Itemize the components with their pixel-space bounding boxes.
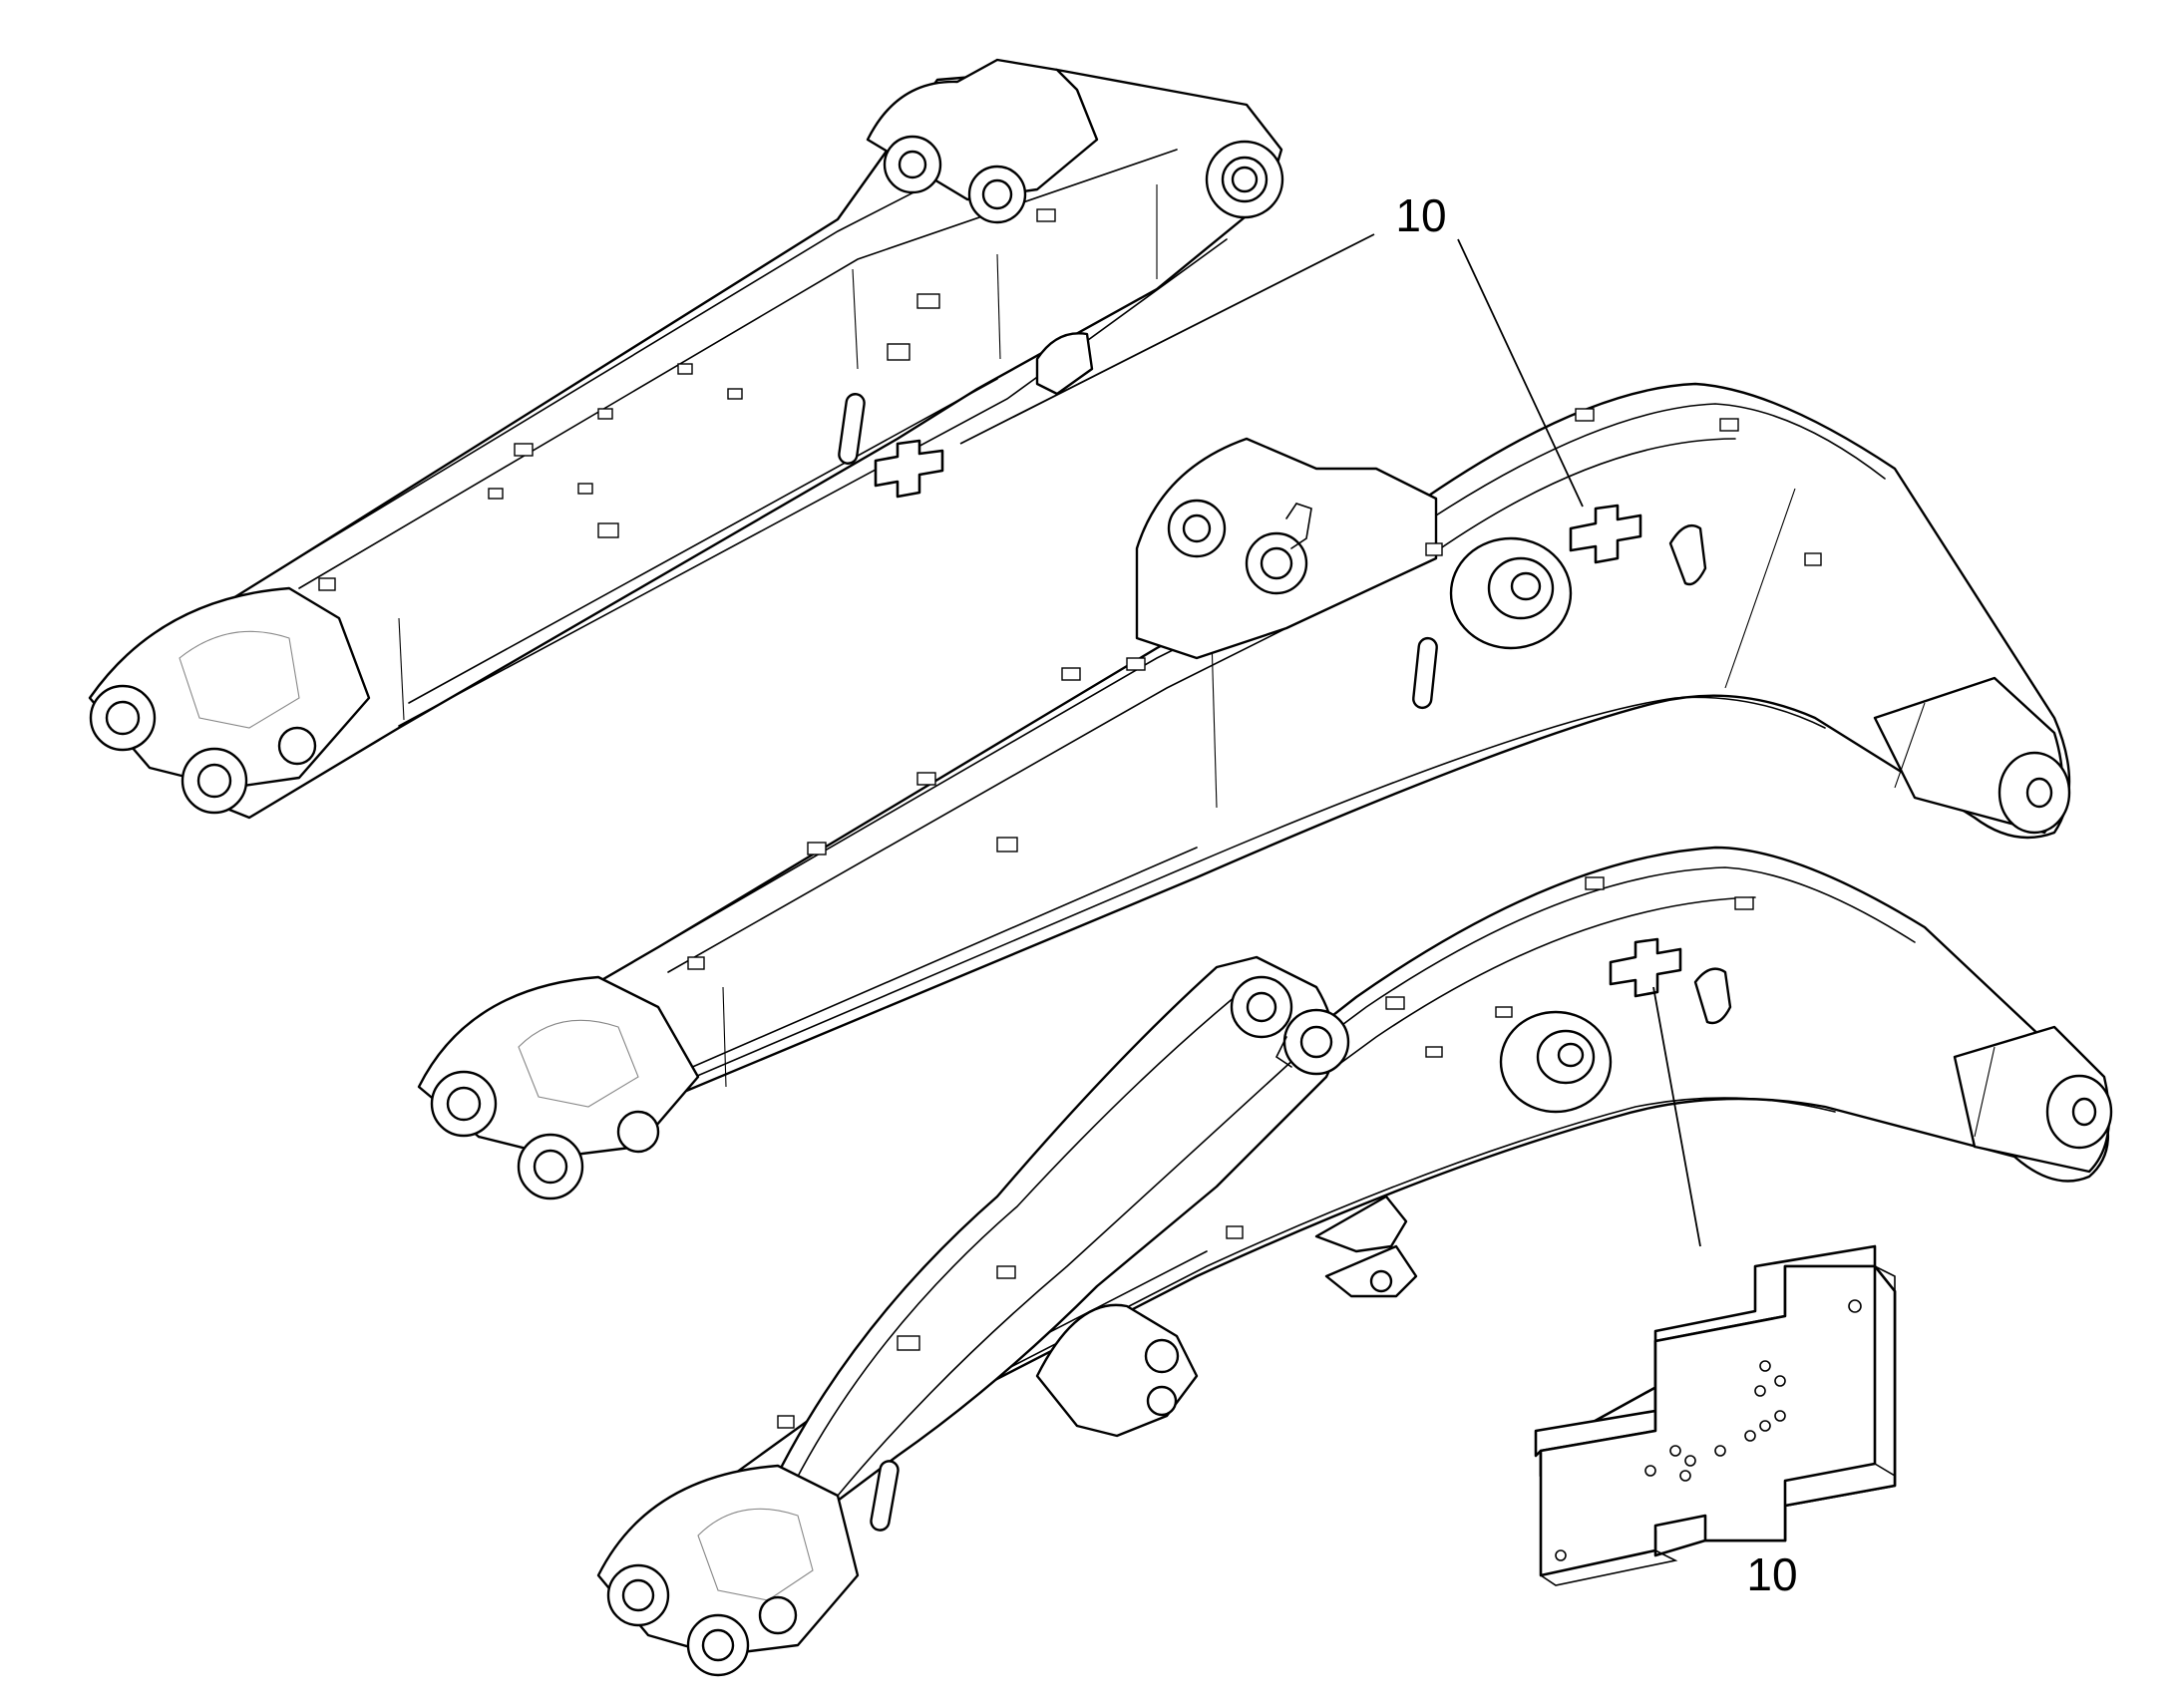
lower-wear-plate (1609, 937, 1682, 998)
lower-boom (596, 846, 2113, 1677)
middle-wear-plate (1569, 504, 1642, 564)
callout-leaders (959, 233, 1701, 1247)
callout-label-top: 10 (1395, 189, 1446, 241)
callout-label-bottom: 10 (1746, 1548, 1797, 1600)
wear-plate-detail (1534, 1244, 1897, 1586)
upper-boom (88, 58, 1284, 820)
middle-boom (417, 382, 2071, 1200)
upper-wear-plate (874, 439, 944, 499)
